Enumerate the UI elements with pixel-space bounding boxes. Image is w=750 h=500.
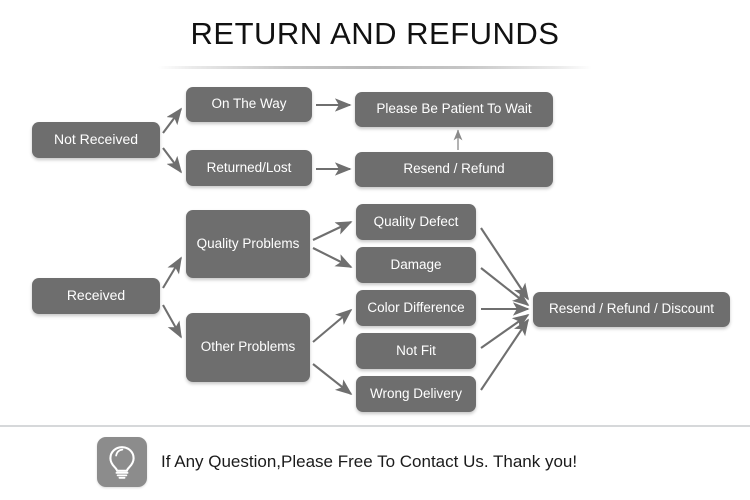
arrow-not-fit-to-outcome xyxy=(480,314,530,349)
node-not-received[interactable]: Not Received xyxy=(32,122,160,158)
node-on-the-way[interactable]: On The Way xyxy=(186,87,312,122)
arrow-other-problems-to-wrong-delivery xyxy=(312,363,353,396)
node-not-fit[interactable]: Not Fit xyxy=(356,333,476,369)
lightbulb-icon xyxy=(97,437,147,487)
arrow-quality-problems-to-damage xyxy=(312,247,353,268)
footer: If Any Question,Please Free To Contact U… xyxy=(97,437,577,487)
page-title: RETURN AND REFUNDS xyxy=(190,16,560,51)
node-resend-refund[interactable]: Resend / Refund xyxy=(355,152,553,187)
node-please-be-patient-to-wait[interactable]: Please Be Patient To Wait xyxy=(355,92,553,127)
arrow-damage-to-outcome xyxy=(480,267,530,307)
footer-text: If Any Question,Please Free To Contact U… xyxy=(161,452,578,471)
node-returned-lost[interactable]: Returned/Lost xyxy=(186,150,312,186)
node-color-difference[interactable]: Color Difference xyxy=(356,290,476,326)
arrow-received-to-other-problems xyxy=(162,304,182,339)
arrow-not-received-to-returned-lost xyxy=(162,147,183,174)
arrow-received-to-quality-problems xyxy=(162,256,182,289)
footer-divider xyxy=(0,425,750,427)
node-quality-problems[interactable]: Quality Problems xyxy=(186,210,310,278)
node-quality-defect[interactable]: Quality Defect xyxy=(356,204,476,240)
node-wrong-delivery[interactable]: Wrong Delivery xyxy=(356,376,476,412)
arrow-wrong-delivery-to-outcome xyxy=(480,318,529,391)
node-damage[interactable]: Damage xyxy=(356,247,476,283)
title-divider xyxy=(158,66,592,69)
arrow-quality-defect-to-outcome xyxy=(480,227,529,301)
arrow-quality-problems-to-quality-defect xyxy=(312,221,353,241)
node-other-problems[interactable]: Other Problems xyxy=(186,313,310,382)
arrow-other-problems-to-color-difference xyxy=(312,308,353,343)
arrow-not-received-to-on-the-way xyxy=(162,107,183,134)
node-received[interactable]: Received xyxy=(32,278,160,314)
node-resend-refund-discount[interactable]: Resend / Refund / Discount xyxy=(533,292,730,327)
